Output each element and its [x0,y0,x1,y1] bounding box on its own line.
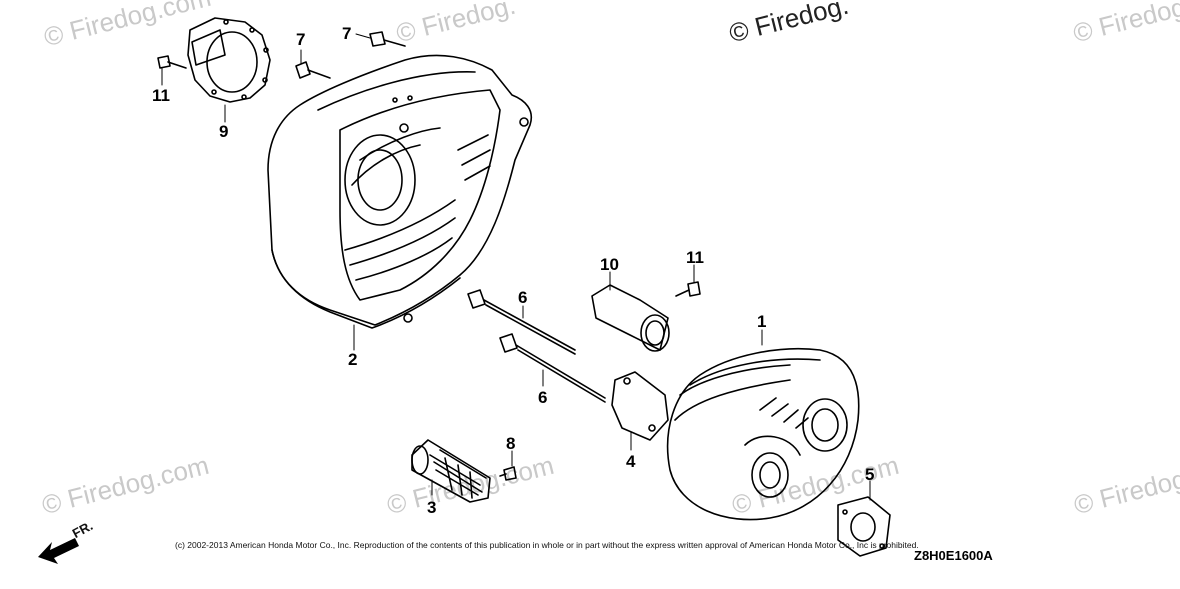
callout-part-10: 10 [600,255,619,274]
gasket-part-5 [837,496,891,557]
callout-part-1: 1 [757,312,767,331]
callout-part-4: 4 [626,452,636,471]
callout-part-3: 3 [427,498,437,517]
callout-part-6: 6 [518,288,528,307]
muffler-protector-part-2 [267,54,532,329]
callout-part-7: 7 [342,24,352,43]
gasket-part-4 [611,371,669,441]
callout-part-11: 11 [152,86,170,105]
muffler-part-1 [666,347,860,521]
exhaust-pipe-part-10 [591,284,670,352]
callout-part-11: 11 [686,248,704,267]
bolt-part-7-top [369,31,406,47]
bolt-part-11-upper [157,55,187,69]
spark-arrester-part-3 [411,439,491,503]
bolt-part-7-left [295,61,331,79]
bolt-part-11-lower [675,281,701,297]
screw-part-8 [499,466,517,481]
copyright-notice: (c) 2002-2013 American Honda Motor Co., … [175,540,919,550]
leader-lines [161,33,871,501]
bolt-part-6-lower [499,333,606,403]
callout-part-7: 7 [296,30,306,49]
front-direction-arrow-icon [38,538,79,564]
callout-part-6: 6 [538,388,548,407]
callout-part-5: 5 [865,465,875,484]
callout-part-8: 8 [506,434,516,453]
callout-part-9: 9 [219,122,229,141]
bolt-part-6-upper [467,289,576,355]
exhaust-cover-part-9 [187,17,271,103]
callout-part-2: 2 [348,350,358,369]
diagram-code: Z8H0E1600A [914,548,993,563]
